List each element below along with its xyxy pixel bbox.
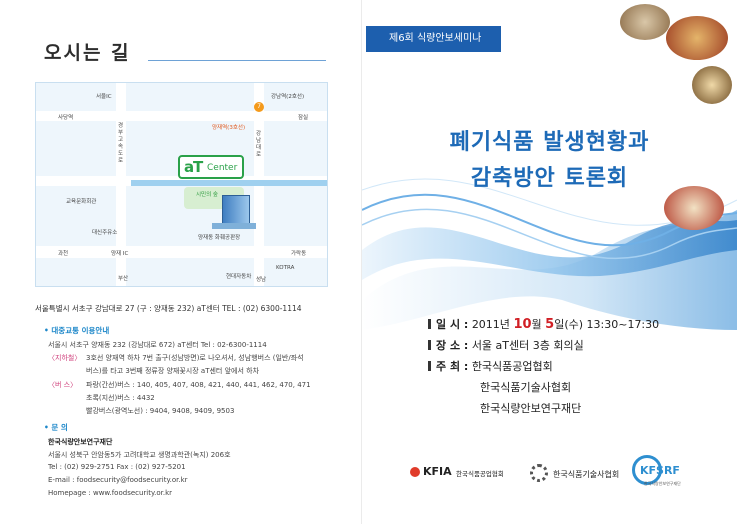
date-label: 일 시 : [436,318,469,331]
contact-title: • 문 의 [44,423,68,432]
place-bullet [428,340,431,350]
road-top [36,111,327,121]
kfsrf-logo-sub: 한국식량안보연구재단 [644,481,681,486]
host-3: 한국식량안보연구재단 [480,402,582,415]
host-label: 주 최 : [436,360,469,373]
map-label-garak: 가락동 [291,251,307,257]
map-label-yangjae-ic: 양재 IC [111,251,129,257]
food-photo-plate-1 [620,4,670,40]
map-label-daewoo: 대신주유소 [92,230,118,236]
food-photo-plate-2 [666,16,728,60]
gyeongbu-text: 경부고속도로 [118,123,124,164]
bus-line-3: 빨강버스(광역노선) : 9404, 9408, 9409, 9503 [86,407,235,415]
date-month-unit: 월 [531,318,542,331]
road-gyeongbu [116,83,126,286]
subway-line-2: 버스)를 타고 3번째 정류장 양재꽃시장 aT센터 앞에서 하차 [86,367,260,375]
at-center-building-icon [222,195,250,227]
food-photo-plate-3 [692,66,732,104]
bus-line-1: 파랑(간선)버스 : 140, 405, 407, 408, 421, 440,… [86,381,311,389]
map-label-kotra: KOTRA [276,265,295,271]
at-center-sign: a T Center [178,155,244,179]
subway-line-1: 3호선 양재역 하차 7번 출구(성남방면)로 나오셔서, 성남행버스 (일반/… [86,354,304,362]
right-panel: 제6회 식량안보세미나 폐기식품 발생현황과 감축방안 토론회 일 시 : 20… [362,0,737,524]
host-2: 한국식품기술사협회 [480,381,572,394]
map-label-hyundai: 현대자동차 [226,274,252,280]
bus-label: 〈버 스〉 [48,381,78,389]
subway-label: 〈지하철〉 [48,354,82,362]
kfia-logo-icon [410,467,420,477]
at-center-word: Center [207,163,238,173]
host-row: 주 최 : 한국식품공업협회 [428,358,553,374]
date-rest: 일(수) 13:30~17:30 [554,318,660,331]
road-lower [36,246,327,258]
event-title-line-2: 감축방안 토론회 [470,166,629,191]
exit-number: 7 [257,103,261,110]
tech-assoc-logo-icon [530,464,548,482]
map-label-seoul-ic: 서울IC [96,94,112,100]
map-label-seongnam: 성남 [256,277,267,283]
heading-underline [148,60,326,61]
map-label-gyeongbu: 경부고속도로 [118,123,125,165]
gangnamdaero-text: 강남대로 [256,131,262,158]
location-map: 서울IC 강남역(2호선) 사당역 잠실 경부고속도로 강남대로 7 양재역(3… [35,82,328,287]
host-1: 한국식품공업협회 [471,360,553,373]
left-panel: 오시는 길 서울IC 강남역(2호선) 사당역 잠실 경부고속도로 강남대로 7… [0,0,362,524]
map-label-sadang: 사당역 [58,115,74,121]
date-row: 일 시 : 2011년 10월 5일(수) 13:30~17:30 [428,316,659,332]
at-center-building-base [212,223,256,229]
tech-assoc-logo-text: 한국식품기술사협회 [553,470,620,479]
event-title-line-1: 폐기식품 발생현황과 [449,130,650,155]
map-label-yangjae-station: 양재역(3호선) [212,125,246,131]
contact-org: 한국식량안보연구재단 [48,438,113,446]
at-center-letter-a: a [184,158,195,176]
map-label-flower-market: 양재동 화훼공판장 [198,235,241,241]
kfsrf-logo-ring [632,455,662,485]
place-value: 서울 aT센터 3층 회의실 [471,339,584,352]
map-label-gangnamdaero: 강남대로 [256,131,263,159]
food-photo-plate-4 [664,186,724,230]
kfsrf-logo: KFSRF 한국식량안보연구재단 [632,455,692,491]
date-bullet [428,319,431,329]
at-center-letter-t: T [193,158,204,176]
map-label-jamsil: 잠실 [298,115,309,121]
map-label-citizen-forest: 시민의 숲 [196,192,218,198]
host-bullet [428,361,431,371]
directions-heading: 오시는 길 [44,42,131,64]
contact-homepage: Homepage : www.foodsecurity.or.kr [48,489,173,497]
place-row: 장 소 : 서울 aT센터 3층 회의실 [428,337,584,353]
contact-tel-fax: Tel : (02) 929-2751 Fax : (02) 927-5201 [48,463,186,471]
map-label-gwacheon: 과천 [58,251,69,257]
contact-address: 서울시 성북구 안암동5가 고려대학교 생명과학관(녹지) 206호 [48,451,231,459]
contact-email: E-mail : foodsecurity@foodsecurity.or.kr [48,476,188,484]
map-label-gangnam-station: 강남역(2호선) [271,94,305,100]
exit-marker: 7 [254,102,264,112]
kfia-logo-text: KFIA [423,465,452,478]
kfia-logo: KFIA 한국식품공업협회 [410,465,522,481]
transport-title: • 대중교통 이용안내 [44,326,110,335]
transport-address: 서울시 서초구 양재동 232 (강남대로 672) aT센터 Tel : 02… [48,341,267,349]
place-label: 장 소 : [436,339,469,352]
bus-line-2: 초록(지선)버스 : 4432 [86,394,155,402]
map-label-culture-hall: 교육문화회관 [66,199,97,205]
map-label-busan: 부산 [118,276,129,282]
kfia-logo-kor: 한국식품공업협회 [456,470,504,478]
wave-decoration [362,178,737,330]
date-year: 2011년 [471,318,510,331]
kfsrf-logo-text: KFSRF [640,464,680,477]
river [131,180,327,186]
seminar-tag: 제6회 식량안보세미나 [366,26,501,52]
date-day: 5 [545,317,555,332]
date-month: 10 [513,317,532,332]
venue-address: 서울특별시 서초구 강남대로 27 (구 : 양재동 232) aT센터 TEL… [35,304,302,313]
